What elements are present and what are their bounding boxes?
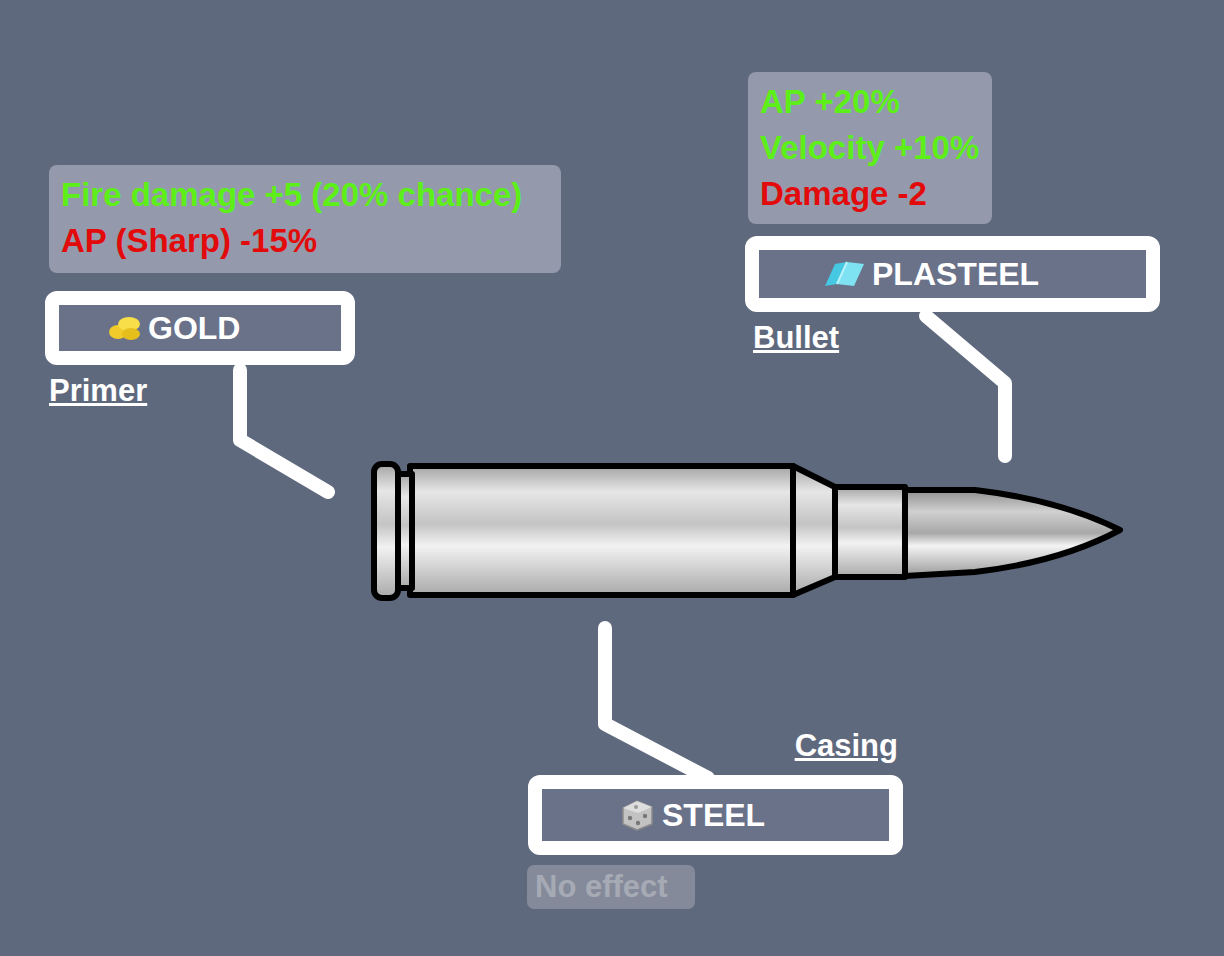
material-name: STEEL [662,797,765,834]
effects-panel: Fire damage +5 (20% chance)AP (Sharp) -1… [49,165,561,273]
material-box: GOLD [45,291,355,365]
effect-text: AP (Sharp) -15% [61,218,549,264]
effects-panel: AP +20%Velocity +10%Damage -2 [748,72,992,224]
material-box: STEEL [528,775,903,855]
no-effect-panel: No effect [527,865,695,909]
part-name: Bullet [753,320,839,356]
part-name: Casing [795,728,898,764]
material-slot: PLASTEELBullet [745,236,1160,312]
effect-text: No effect [535,869,668,905]
effect-text: Velocity +10% [760,125,980,171]
material-slot: GOLDPrimer [45,291,355,365]
effect-text: Fire damage +5 (20% chance) [61,172,549,218]
part-name: Primer [49,373,147,409]
steel-icon [618,798,656,832]
cartridge [374,464,1120,598]
effect-text: AP +20% [760,79,980,125]
material-name: GOLD [148,310,240,347]
material-box: PLASTEEL [745,236,1160,312]
leader-lines [240,316,1005,778]
material-slot: STEELCasing [528,775,903,855]
material-name: PLASTEEL [872,256,1039,293]
plasteel-icon [822,258,866,290]
effect-text: Damage -2 [760,171,980,217]
gold-icon [108,314,142,342]
